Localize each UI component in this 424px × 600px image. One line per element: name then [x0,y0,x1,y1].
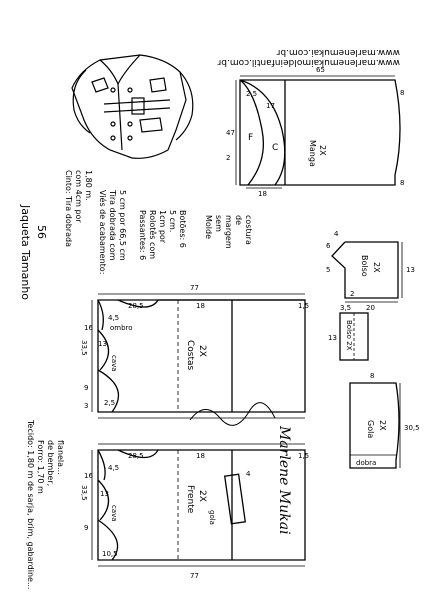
tecido-2: Forro: 1,70 m [36,440,45,494]
bolso-6: 6 [326,242,331,250]
gola-8: 8 [370,372,374,380]
manga-qty: 2X [318,145,327,156]
molde-5: costura [244,215,253,245]
website-1: www.marlenemukai.com.br [276,47,400,57]
costas-cava: cava [110,355,118,372]
vies-1: Viés de acabamento: [98,190,108,274]
pattern-costas [91,293,306,419]
tecido-4: flanela... [56,440,65,475]
frente-gola: gola [208,510,216,525]
bolso-name: Bolso [360,255,369,277]
frente-77: 77 [190,572,199,580]
cinto-3: 1,80 m. [84,170,93,201]
costas-name: Costas [185,340,195,371]
frente-16: 16 [84,472,93,480]
bolso-4: 4 [334,230,339,238]
bolso-2: 2 [350,290,354,298]
cinto-1: Cinto: Tira dobrada [64,170,73,247]
pattern-bolso [331,241,403,303]
costas-25: 2,5 [104,399,115,407]
bolso-13: 13 [406,266,415,274]
molde-2: sem [214,215,223,232]
cinto-2: com 4cm por [74,170,83,223]
website-2: www.marlenemukaimoldeinfantil.com.br [217,57,400,67]
bolso-tira-13: 13 [328,334,337,342]
manga-f: F [248,133,253,143]
pass-4: 5 cm. [168,210,177,232]
signature: Marlene Mukai [276,425,292,535]
manga-2: 2 [226,154,230,162]
costas-3: 3 [84,402,88,410]
manga-18: 18 [258,190,267,198]
frente-name: Frente [185,485,195,514]
costas-13: 13 [98,340,107,348]
frente-18: 18 [196,452,205,460]
gola-dobra: dobra [356,459,376,467]
bolso-tira-35: 3,5 [340,304,351,312]
pattern-frente [91,443,306,567]
frente-15: 1,5 [298,452,309,460]
signature-flourish [189,402,276,426]
pass-3: 1cm por [158,210,167,244]
costas-16: 16 [84,324,93,332]
manga-8a: 8 [400,89,404,97]
pattern-gola [349,382,401,469]
tecido-3: de bember, [46,440,55,486]
pass-2: Rolotês com [148,210,158,259]
manga-65: 65 [316,66,325,74]
manga-17: 17 [266,102,275,110]
manga-47: 47 [226,129,235,137]
jacket-illustration [71,54,194,159]
bolso-20: 20 [366,304,375,312]
frente-9: 9 [84,524,88,532]
bolso-qty: 2X [372,262,381,273]
frente-45: 4,5 [108,464,119,472]
costas-qty: 2X [197,345,207,357]
bolso-tira-name: Bolso 2X [345,320,353,351]
costas-9: 9 [84,384,88,392]
tecido-1: Tecido: 1,80 m de sarja, brim, gabardine… [26,419,35,590]
pass-1: Passantes: 6 [138,210,147,260]
frente-105: 10,5 [102,550,118,558]
costas-77: 77 [190,284,199,292]
pattern-manga [235,75,401,189]
manga-c: C [272,143,278,153]
frente-13: 13 [100,490,109,498]
molde-3: margem [224,215,233,249]
costas-ombro: ombro [110,324,133,332]
costas-335: 33,5 [80,340,88,356]
molde-4: de [234,215,243,225]
title-line2: 56 [35,225,48,239]
costas-18: 18 [196,302,205,310]
bolso-5: 5 [326,266,330,274]
manga-name: Manga [308,140,317,167]
costas-285: 28,5 [128,302,144,310]
title-line1: Jaqueta Tamanho [19,204,32,300]
botoes: Botões: 6 [178,210,187,248]
manga-8b: 8 [400,179,404,187]
costas-45: 4,5 [108,314,119,322]
molde-1: Molde [204,215,213,239]
vies-3: 5 cm por 66,5 cm [118,190,127,261]
frente-285: 28,5 [128,452,144,460]
manga-25: 2,5 [246,90,257,98]
costas-15: 1,5 [298,302,309,310]
frente-cava: cava [110,505,118,522]
gola-name: Gola [366,420,375,438]
frente-4: 4 [246,470,251,478]
gola-305: 30,5 [404,424,420,432]
pattern-bolso-tira [339,312,369,361]
frente-335: 33,5 [80,485,88,501]
gola-qty: 2X [378,420,387,431]
vies-2: Tira dobrada com [108,189,117,261]
frente-qty: 2X [197,490,207,502]
